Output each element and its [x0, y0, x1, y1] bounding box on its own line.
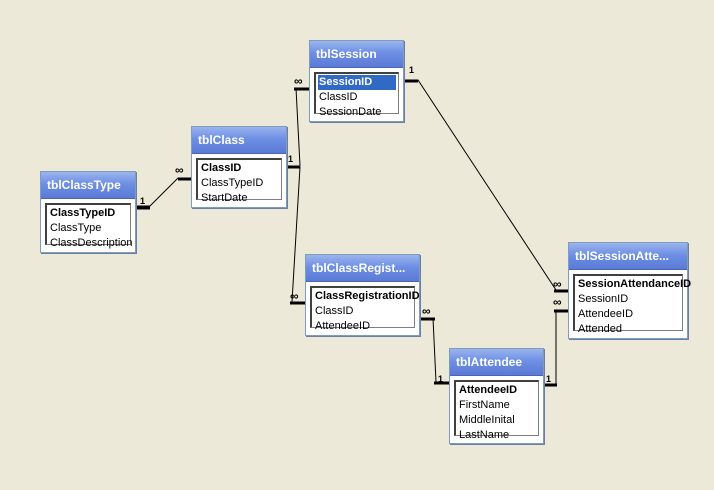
field-sessionid[interactable]: SessionID — [318, 75, 396, 90]
cardinality-many-attendance-b: ∞ — [553, 295, 561, 309]
field-classtype[interactable]: ClassType — [50, 222, 102, 234]
cardinality-many-session: ∞ — [294, 74, 302, 88]
field-list[interactable]: AttendeeID FirstName MiddleInital LastNa… — [454, 380, 539, 441]
cardinality-one-class-session: 1 — [288, 154, 294, 164]
rel-class-registration — [291, 166, 305, 303]
table-title[interactable]: tblSessionAtte... — [569, 243, 687, 270]
table-title[interactable]: tblAttendee — [450, 349, 543, 376]
field-middleinital[interactable]: MiddleInital — [459, 414, 515, 426]
field-sessiondate[interactable]: SessionDate — [319, 106, 382, 118]
field-list[interactable]: ClassID ClassTypeID StartDate — [196, 158, 282, 204]
table-tblsessionattendance[interactable]: tblSessionAtte... SessionAttendanceID Se… — [568, 242, 692, 339]
field-classtypeid[interactable]: ClassTypeID — [201, 177, 264, 189]
field-classdescription[interactable]: ClassDescription — [50, 237, 133, 249]
table-tblclass[interactable]: tblClass ClassID ClassTypeID StartDate — [191, 126, 287, 208]
rel-registration-attendee — [420, 317, 449, 383]
field-firstname[interactable]: FirstName — [459, 399, 510, 411]
field-attended[interactable]: Attended — [578, 323, 623, 335]
field-sessionattendanceid[interactable]: SessionAttendanceID — [578, 278, 692, 290]
cardinality-many-registration-attendee: ∞ — [422, 304, 430, 318]
field-list[interactable]: SessionID ClassID SessionDate — [314, 72, 399, 118]
field-classid[interactable]: ClassID — [315, 305, 354, 317]
cardinality-one-attendee-right: 1 — [546, 374, 552, 384]
table-title[interactable]: tblClassRegist... — [306, 255, 419, 282]
field-classid[interactable]: ClassID — [201, 162, 242, 174]
field-classregistrationid[interactable]: ClassRegistrationID — [315, 290, 420, 302]
table-tblsession[interactable]: tblSession SessionID ClassID SessionDate — [309, 40, 404, 122]
field-list[interactable]: SessionAttendanceID SessionID AttendeeID… — [573, 274, 692, 335]
table-title[interactable]: tblSession — [310, 41, 403, 68]
table-title[interactable]: tblClass — [192, 127, 286, 154]
cardinality-one-classtype: 1 — [140, 196, 146, 206]
cardinality-many-attendance-a: ∞ — [553, 277, 561, 291]
field-attendeeid[interactable]: AttendeeID — [315, 320, 371, 332]
table-tblattendee[interactable]: tblAttendee AttendeeID FirstName MiddleI… — [449, 348, 544, 444]
field-classtypeid[interactable]: ClassTypeID — [50, 207, 116, 219]
field-sessionid[interactable]: SessionID — [578, 293, 629, 305]
rel-session-attendance — [403, 79, 568, 291]
rel-attendee-attendance — [543, 309, 568, 385]
field-classid[interactable]: ClassID — [319, 91, 358, 103]
cardinality-many-class: ∞ — [175, 163, 183, 177]
table-title[interactable]: tblClassType — [41, 172, 135, 199]
field-attendeeid[interactable]: AttendeeID — [459, 384, 518, 396]
cardinality-many-registration: ∞ — [290, 289, 298, 303]
cardinality-one-session: 1 — [409, 65, 415, 75]
field-lastname[interactable]: LastName — [459, 429, 510, 441]
field-list[interactable]: ClassRegistrationID ClassID AttendeeID — [310, 286, 420, 332]
table-tblclasstype[interactable]: tblClassType ClassTypeID ClassType Class… — [40, 171, 136, 253]
field-attendeeid[interactable]: AttendeeID — [578, 308, 634, 320]
table-tblclassregistration[interactable]: tblClassRegist... ClassRegistrationID Cl… — [305, 254, 420, 336]
cardinality-one-attendee-left: 1 — [438, 374, 444, 384]
field-startdate[interactable]: StartDate — [201, 192, 248, 204]
field-list[interactable]: ClassTypeID ClassType ClassDescription — [45, 203, 133, 249]
